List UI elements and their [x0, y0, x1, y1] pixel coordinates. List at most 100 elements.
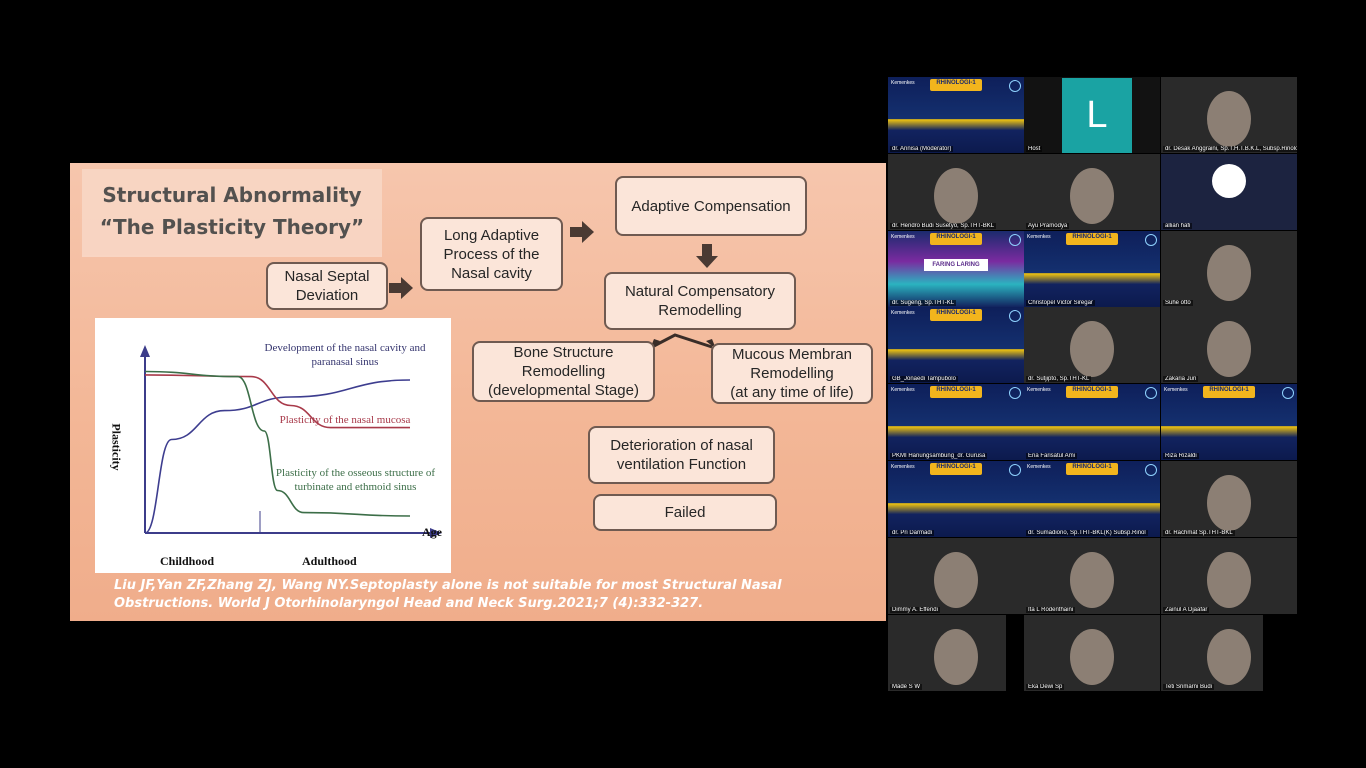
participant-tile[interactable]: dr. Sutjipto, Sp.THT-KL: [1024, 307, 1160, 383]
participant-tile[interactable]: dr. Desak Anggraini, Sp.T.H.T.B.K.L, Sub…: [1161, 77, 1297, 153]
participant-name: Eka Dewi Sp: [1026, 684, 1065, 690]
participant-tile[interactable]: Suhe otto: [1161, 231, 1297, 307]
kemenkes-logo: Kemenkes: [891, 80, 915, 86]
webcam-person: [934, 552, 978, 608]
participant-name: Ita L Rodenthaini: [1026, 607, 1076, 613]
participant-name: Suhe otto: [1163, 300, 1193, 306]
webcam-person: [1207, 629, 1251, 685]
participant-name: Host: [1026, 146, 1043, 152]
kemenkes-logo: Kemenkes: [891, 387, 915, 393]
y-axis-arrow-icon: [140, 345, 150, 357]
event-badge: RHINOLOGI-1: [1066, 463, 1118, 475]
participant-tile[interactable]: Zainul A Djaafar: [1161, 538, 1297, 614]
webcam-person: [1207, 475, 1251, 531]
participant-tile[interactable]: Kemenkes RHINOLOGI-1 dr. Sumadiono, Sp.THT…: [1024, 461, 1160, 537]
participant-tile[interactable]: Kemenkes RHINOLOGI-1 dr. Annisa (Moderator…: [888, 77, 1024, 153]
participant-name: Zainul A Djaafar: [1163, 607, 1210, 613]
partner-logo-icon: [1145, 234, 1157, 246]
kemenkes-logo: Kemenkes: [1027, 464, 1051, 470]
participant-tile[interactable]: Ayu Pramodya: [1024, 154, 1160, 230]
series-line-2: [144, 370, 411, 517]
participant-name: Teti Srimarni Budi: [1163, 684, 1215, 690]
participant-name: Ena Farisatul Ami: [1026, 453, 1078, 459]
slide-title-line1: Structural Abnormality: [102, 183, 362, 207]
webcam-person: [1207, 321, 1251, 377]
kemenkes-logo: Kemenkes: [891, 464, 915, 470]
box-adaptive-compensation: Adaptive Compensation: [615, 176, 807, 236]
x-axis-label: Age: [422, 525, 442, 539]
category-childhood: Childhood: [160, 554, 215, 568]
participant-tile[interactable]: Zakaria Jun: [1161, 307, 1297, 383]
participant-tile[interactable]: Eka Dewi Sp: [1024, 615, 1160, 691]
participant-tile[interactable]: Dimmy A. Effendi: [888, 538, 1024, 614]
split-arrow-icon: [650, 333, 716, 349]
participant-tile[interactable]: Ita L Rodenthaini: [1024, 538, 1160, 614]
webcam-person: [934, 629, 978, 685]
participant-name: dr. Rachmat Sp.THT-BKL: [1163, 530, 1235, 536]
partner-logo-icon: [1009, 387, 1021, 399]
partner-logo-icon: [1145, 464, 1157, 476]
plasticity-chart-svg: [140, 345, 442, 538]
shared-slide: Structural Abnormality “The Plasticity T…: [70, 163, 886, 621]
event-badge: RHINOLOGI-1: [930, 79, 982, 91]
slide-title-line2: “The Plasticity Theory”: [99, 215, 365, 239]
participant-name: Zakaria Jun: [1163, 376, 1199, 382]
slide-title-box: Structural Abnormality “The Plasticity T…: [82, 169, 382, 257]
event-badge: RHINOLOGI-1: [930, 233, 982, 245]
slide-citation: Liu JF,Yan ZF,Zhang ZJ, Wang NY.Septopla…: [114, 578, 782, 611]
participant-name: dr. Sugeng, Sp.THT-KL: [890, 300, 957, 306]
faring-laring-banner: FARING LARING: [924, 259, 988, 271]
webcam-person: [1207, 552, 1251, 608]
participant-tile[interactable]: Made S W: [888, 615, 1006, 691]
host-avatar-letter: L: [1062, 78, 1132, 153]
participant-tile[interactable]: dr. Hendro Budi Susetyo, Sp.THT-BKL: [888, 154, 1024, 230]
participant-tile[interactable]: allian hafi: [1161, 154, 1297, 230]
obs-logo-icon: [1212, 164, 1246, 198]
participant-name: GB_Jonaedi Tampubolo: [890, 376, 958, 382]
participant-name: dr. Pri Darmadi: [890, 530, 935, 536]
event-badge: RHINOLOGI-1: [1066, 386, 1118, 398]
category-adulthood: Adulthood: [302, 554, 357, 568]
webcam-person: [1207, 245, 1251, 301]
annotation-mucosa: Plasticity of the nasal mucosa: [279, 414, 411, 426]
participant-name: Christopel Victor Siregar: [1026, 300, 1095, 306]
arrow-down-icon: [696, 244, 718, 268]
participant-name: Riza Rizaldi: [1163, 453, 1199, 459]
box-failed: Failed: [593, 494, 777, 531]
arrow-right-icon: [389, 277, 413, 299]
kemenkes-logo: Kemenkes: [1027, 234, 1051, 240]
webcam-person: [1207, 91, 1251, 147]
partner-logo-icon: [1009, 80, 1021, 92]
participant-name: dr. Sumadiono, Sp.THT-BKL(K) Subsp.Rinol: [1026, 530, 1148, 536]
participant-name: Dimmy A. Effendi: [890, 607, 940, 613]
participant-tile[interactable]: dr. Rachmat Sp.THT-BKL: [1161, 461, 1297, 537]
participant-name: dr. Annisa (Moderator): [890, 146, 954, 152]
participant-tile[interactable]: Kemenkes RHINOLOGI-1 dr. Pri Darmadi: [888, 461, 1024, 537]
kemenkes-logo: Kemenkes: [1164, 387, 1188, 393]
partner-logo-icon: [1145, 387, 1157, 399]
event-badge: RHINOLOGI-1: [930, 463, 982, 475]
participant-name: Made S W: [890, 684, 923, 690]
partner-logo-icon: [1009, 464, 1021, 476]
webcam-person: [1070, 321, 1114, 377]
participant-name: dr. Desak Anggraini, Sp.T.H.T.B.K.L, Sub…: [1163, 146, 1297, 152]
series-line-0: [144, 379, 411, 534]
partner-logo-icon: [1009, 310, 1021, 322]
participant-name: Ayu Pramodya: [1026, 223, 1070, 229]
participant-tile[interactable]: Teti Srimarni Budi: [1161, 615, 1263, 691]
event-badge: RHINOLOGI-1: [930, 386, 982, 398]
